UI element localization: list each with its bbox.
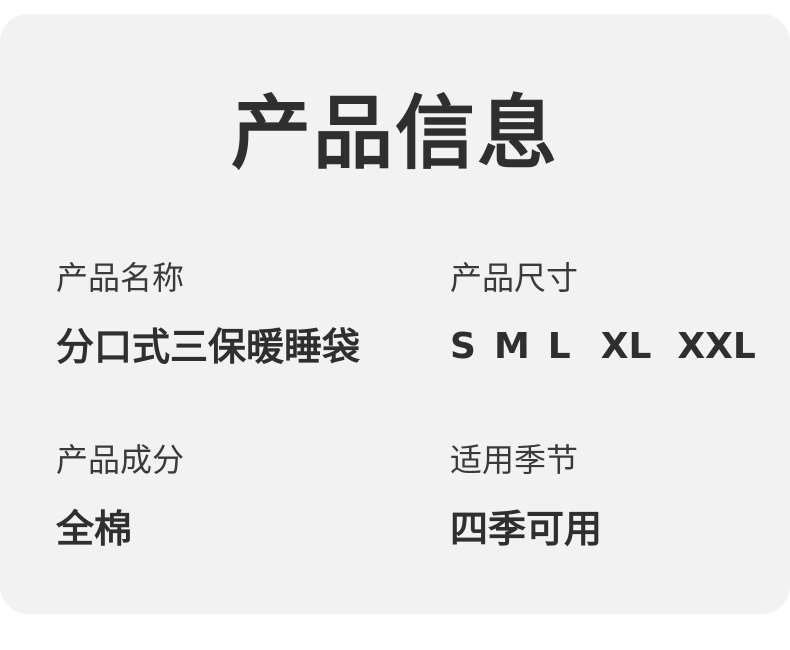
field-product-material: 产品成分 全棉 bbox=[56, 440, 184, 552]
field-value: 四季可用 bbox=[450, 507, 603, 551]
field-label: 产品尺寸 bbox=[450, 259, 579, 297]
field-value: 全棉 bbox=[56, 507, 133, 551]
size-xxl: XXL bbox=[677, 326, 756, 367]
size-m: M bbox=[493, 326, 530, 367]
size-s: S bbox=[450, 326, 476, 367]
field-product-name: 产品名称 分口式三保暖睡袋 bbox=[56, 258, 360, 370]
field-product-size: 产品尺寸 S M L XL XXL bbox=[450, 258, 756, 370]
field-label: 产品成分 bbox=[56, 441, 185, 479]
product-info-card: 产品信息 产品名称 分口式三保暖睡袋 产品尺寸 S M L XL XXL 产品成… bbox=[0, 14, 790, 614]
size-l: L bbox=[547, 326, 571, 367]
field-value: 分口式三保暖睡袋 bbox=[56, 325, 361, 369]
size-list: S M L XL XXL bbox=[450, 324, 756, 370]
field-season: 适用季节 四季可用 bbox=[450, 440, 602, 552]
field-label: 适用季节 bbox=[450, 441, 579, 479]
field-label: 产品名称 bbox=[56, 259, 185, 297]
size-xl: XL bbox=[600, 326, 652, 367]
page-title: 产品信息 bbox=[231, 87, 559, 180]
